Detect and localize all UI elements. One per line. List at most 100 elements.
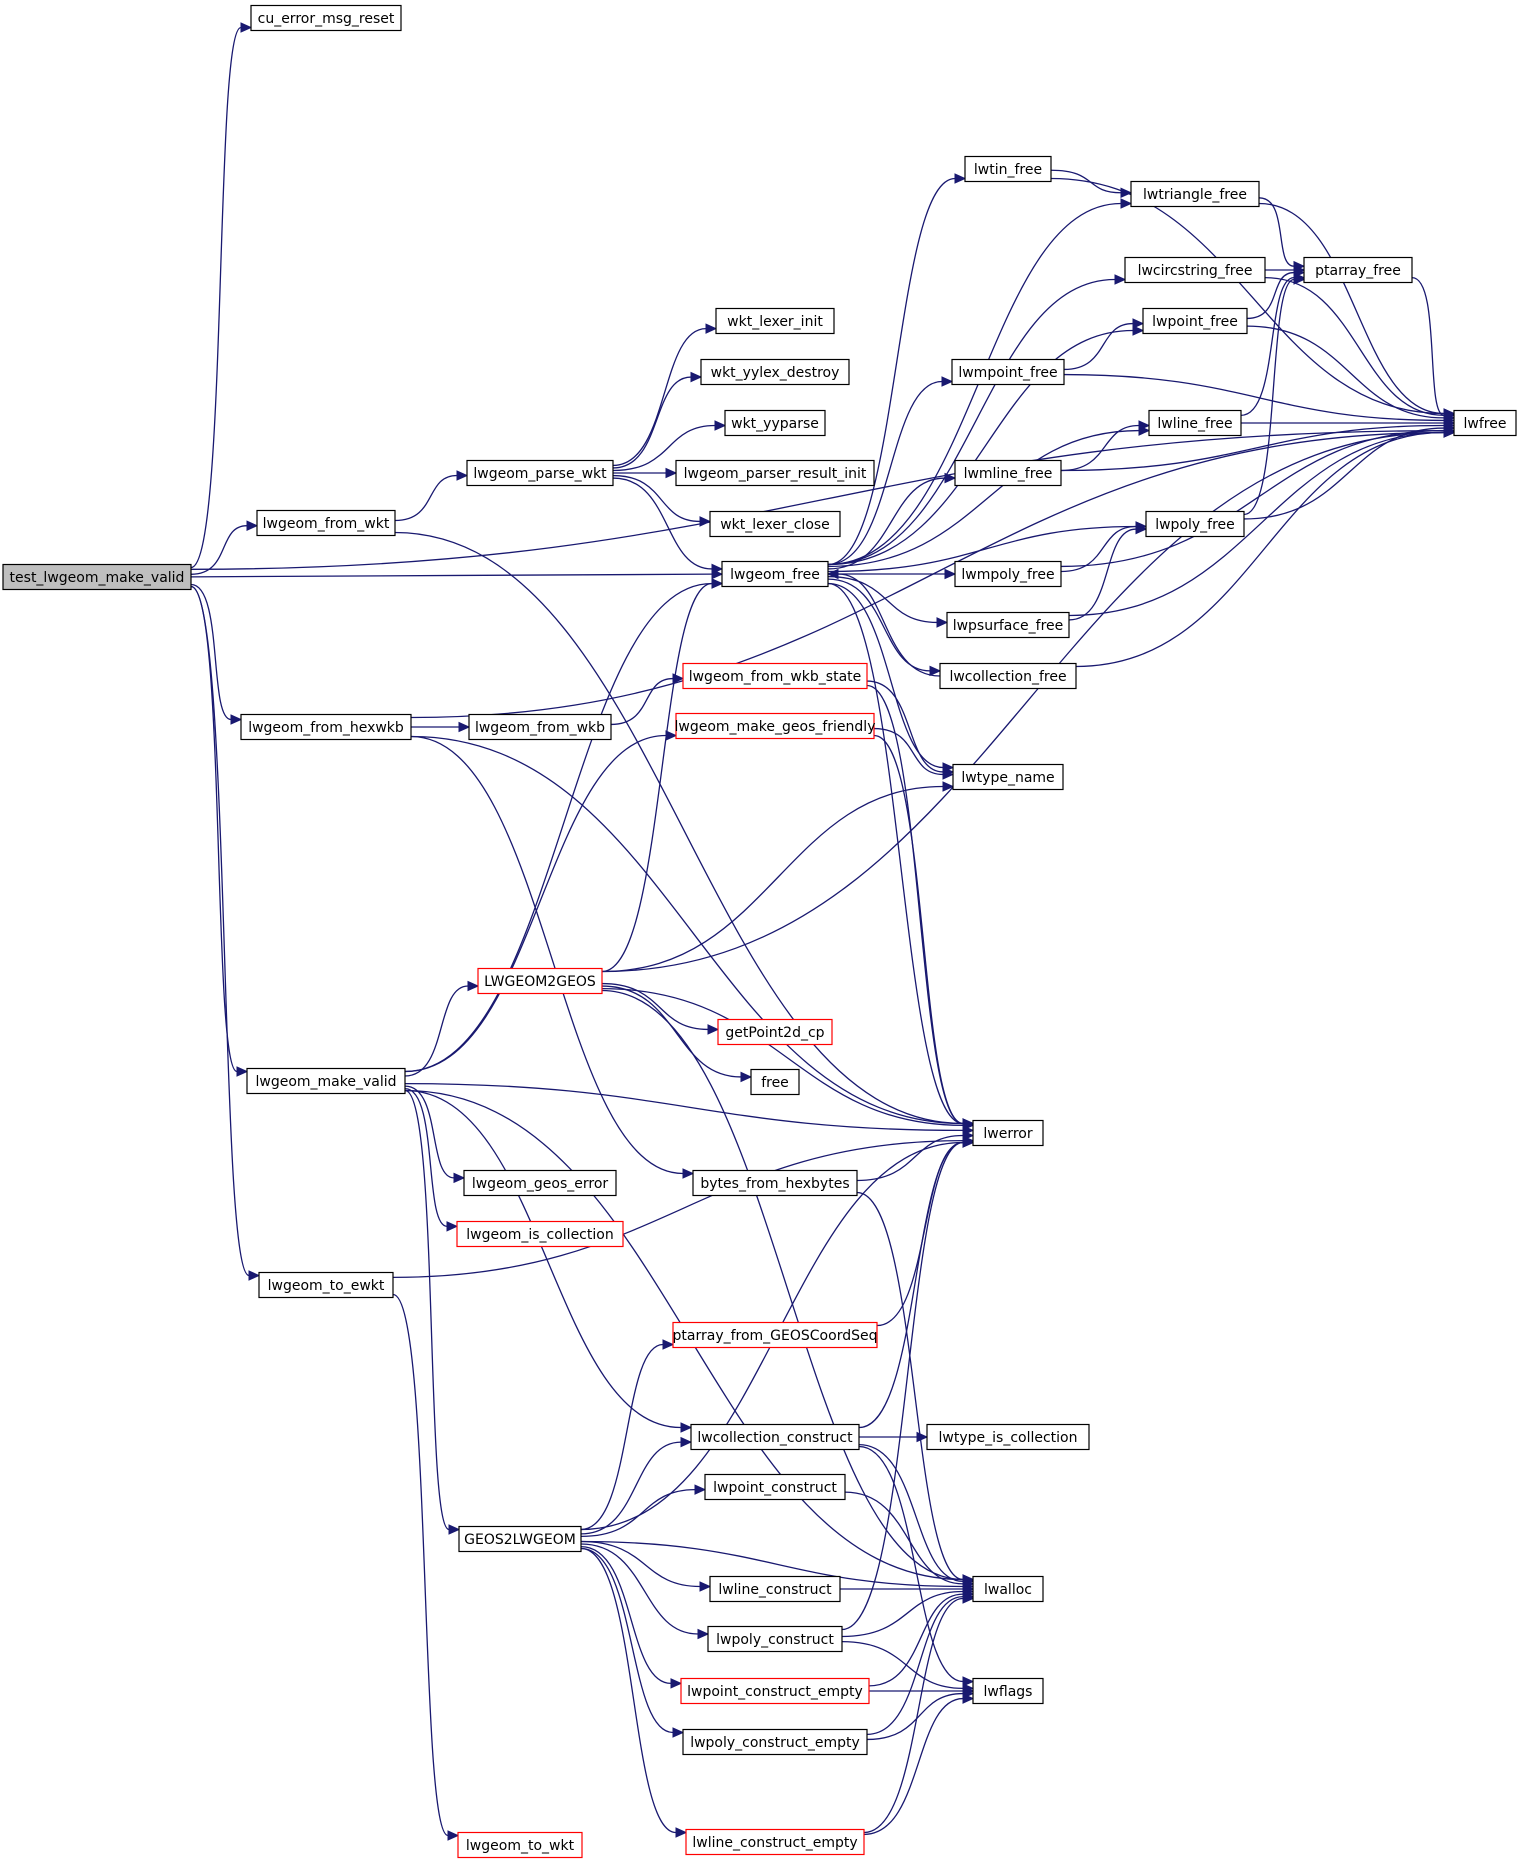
node-wkt_lexer_close[interactable]: wkt_lexer_close [709,510,841,538]
node-box [692,1169,858,1197]
edge-lwpsurface_free-to-lwpoly_free [1068,523,1148,621]
node-label: lwline_construct [718,1582,832,1598]
edge-lwcollection_construct-to-lwerror [858,1137,975,1429]
node-box [1130,180,1260,208]
node-LWGEOM2GEOS[interactable]: LWGEOM2GEOS [477,967,603,995]
node-lwcollection_free[interactable]: lwcollection_free [939,662,1077,690]
node-box [690,1423,860,1451]
node-lwgeom_make_geos_friendly[interactable]: lwgeom_make_geos_friendly [675,712,876,740]
edge-line [1050,177,1445,415]
edge-lwpoly_free-to-ptarray_free [1243,274,1306,516]
node-lwgeom_from_wkb_state[interactable]: lwgeom_from_wkb_state [682,662,868,690]
edge-LWGEOM2GEOS-to-lwtype_name [601,781,955,973]
node-lwtriangle_free[interactable]: lwtriangle_free [1130,180,1260,208]
edge-lwpoint_construct-to-lwalloc [844,1491,975,1590]
edge-arrowhead [714,420,727,431]
node-label: lwgeom_to_ewkt [268,1278,385,1294]
node-lwgeom_parse_wkt[interactable]: lwgeom_parse_wkt [466,459,614,487]
edge-ptarray_from_GEOSCoordSeq-to-lwerror [876,1137,975,1327]
edge-lwgeom_free-to-lwmpoint_free [827,376,954,566]
edge-arrowhead [456,470,469,481]
node-lwline_construct[interactable]: lwline_construct [709,1575,841,1603]
node-lwflags[interactable]: lwflags [972,1677,1044,1705]
node-box [468,713,612,741]
edge-line [1243,278,1295,516]
node-GEOS2LWGEOM[interactable]: GEOS2LWGEOM [458,1525,582,1553]
node-box [682,1728,868,1756]
node-ptarray_from_GEOSCoordSeq[interactable]: ptarray_from_GEOSCoordSeq [672,1321,878,1349]
node-lwcircstring_free[interactable]: lwcircstring_free [1124,256,1266,284]
node-bytes_from_hexbytes[interactable]: bytes_from_hexbytes [692,1169,858,1197]
edge-lwmline_free-to-lwline_free [1060,420,1151,472]
node-lwline_construct_empty[interactable]: lwline_construct_empty [685,1828,865,1856]
node-lwtin_free[interactable]: lwtin_free [964,155,1052,183]
node-lwmpoint_free[interactable]: lwmpoint_free [951,358,1065,386]
node-lwgeom_from_wkt[interactable]: lwgeom_from_wkt [256,509,396,537]
edge-GEOS2LWGEOM-to-lwpoly_construct [580,1543,710,1640]
edge-line [827,525,1137,573]
node-wkt_yylex_destroy[interactable]: wkt_yylex_destroy [700,358,850,386]
node-label: lwgeom_from_wkb [475,720,605,736]
node-lwgeom_parser_result_init[interactable]: lwgeom_parser_result_init [675,459,875,487]
node-label: lwgeom_to_wkt [466,1838,575,1854]
node-lwpoly_construct[interactable]: lwpoly_construct [707,1625,843,1653]
node-lwgeom_from_hexwkb[interactable]: lwgeom_from_hexwkb [240,713,412,741]
edge-lwgeom_from_wkt-to-lwerror [394,531,975,1129]
nodes-layer: test_lwgeom_make_validcu_error_msg_reset… [2,4,1517,1859]
node-lwtype_name[interactable]: lwtype_name [952,763,1064,791]
node-lwgeom_to_ewkt[interactable]: lwgeom_to_ewkt [258,1271,394,1299]
edge-lwcollection_free-to-lwfree [1075,427,1456,668]
edge-arrowhead [680,1422,693,1433]
node-lwfree[interactable]: lwfree [1453,409,1517,437]
edge-arrowhead [942,762,955,773]
edge-arrowhead [697,1628,710,1640]
node-lwgeom_make_valid[interactable]: lwgeom_make_valid [246,1067,406,1095]
edge-lwgeom_free-to-lwcircstring_free [827,274,1127,566]
edge-line [610,677,674,726]
node-lwpoint_free[interactable]: lwpoint_free [1142,307,1248,335]
node-lwgeom_free[interactable]: lwgeom_free [721,560,829,588]
node-lwpoly_construct_empty[interactable]: lwpoly_construct_empty [682,1728,868,1756]
node-label: lwgeom_geos_error [472,1176,609,1192]
edge-line [858,1141,964,1429]
node-getPoint2d_cp[interactable]: getPoint2d_cp [717,1018,833,1046]
node-lwgeom_geos_error[interactable]: lwgeom_geos_error [463,1169,617,1197]
node-lwtype_is_collection[interactable]: lwtype_is_collection [926,1423,1090,1451]
edge-line [1060,424,1445,472]
node-lwpoint_construct_empty[interactable]: lwpoint_construct_empty [680,1677,870,1705]
edge-line [404,1085,455,1179]
edge-bytes_from_hexbytes-to-lwerror [856,1130,975,1182]
node-lwmpoly_free[interactable]: lwmpoly_free [954,560,1062,588]
node-label: lwpoint_construct_empty [687,1684,863,1700]
node-lwcollection_construct[interactable]: lwcollection_construct [690,1423,860,1451]
node-wkt_lexer_init[interactable]: wkt_lexer_init [715,307,835,335]
node-label: lwline_construct_empty [692,1835,857,1851]
node-ptarray_free[interactable]: ptarray_free [1303,256,1413,284]
node-lwpsurface_free[interactable]: lwpsurface_free [946,611,1070,639]
edge-lwcollection_construct-to-lwtype_is_collection [859,1431,929,1443]
node-label: lwgeom_from_wkb_state [689,669,862,685]
node-lwgeom_is_collection[interactable]: lwgeom_is_collection [456,1220,624,1248]
edge-test_lwgeom_make_valid-to-lwgeom_free [190,568,724,580]
node-lwerror[interactable]: lwerror [972,1119,1044,1147]
edge-line [1063,373,1445,422]
node-lwgeom_to_wkt[interactable]: lwgeom_to_wkt [457,1831,583,1859]
edge-line [866,1596,964,1735]
node-lwalloc[interactable]: lwalloc [972,1575,1044,1603]
edge-test_lwgeom_make_valid-to-cu_error_msg_reset [190,22,253,569]
node-lwline_free[interactable]: lwline_free [1148,409,1242,437]
node-lwpoly_free[interactable]: lwpoly_free [1145,510,1245,538]
node-cu_error_msg_reset[interactable]: cu_error_msg_reset [250,4,402,32]
node-label: lwgeom_make_geos_friendly [675,719,876,735]
node-lwmline_free[interactable]: lwmline_free [954,459,1062,487]
node-lwgeom_from_wkb[interactable]: lwgeom_from_wkb [468,713,612,741]
node-label: cu_error_msg_reset [258,11,395,27]
node-label: lwgeom_from_wkt [263,516,390,532]
edge-lwgeom_free-to-lwpoint_free [827,325,1145,566]
node-free[interactable]: free [750,1068,800,1096]
node-label: free [761,1075,789,1091]
node-lwpoint_construct[interactable]: lwpoint_construct [704,1473,846,1501]
edge-line [827,429,1140,568]
node-wkt_yyparse[interactable]: wkt_yyparse [724,409,826,437]
